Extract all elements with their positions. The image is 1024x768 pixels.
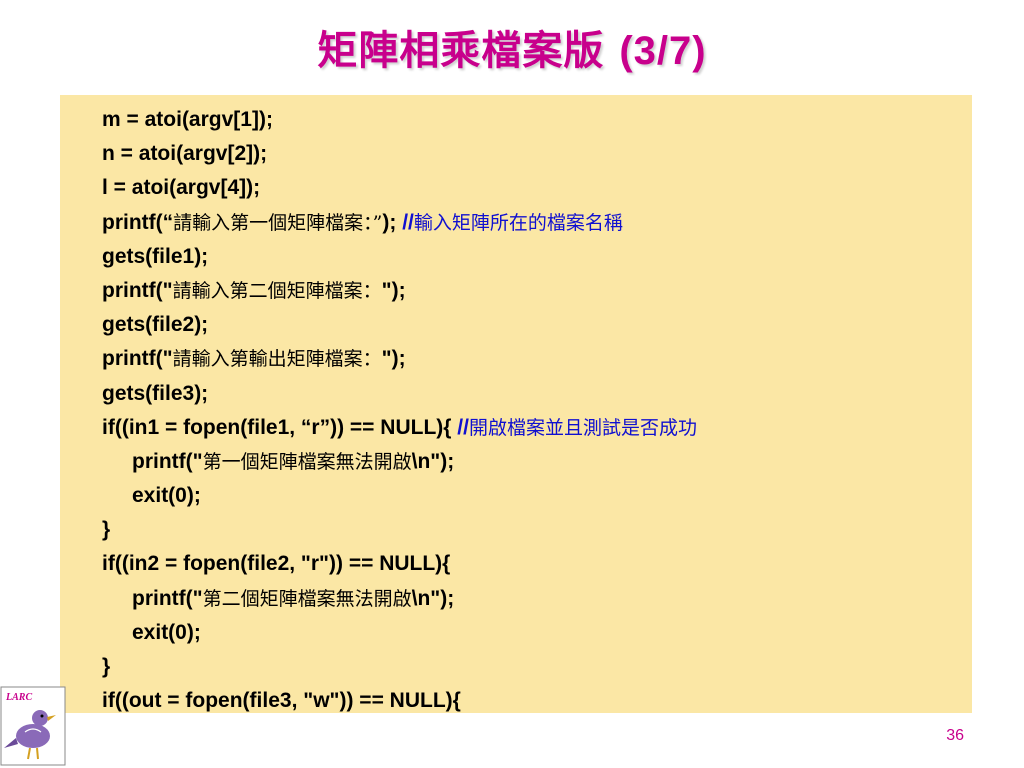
code-line: } <box>102 650 697 684</box>
code-token: "); <box>381 278 406 302</box>
code-comment: 開啟檔案並且測試是否成功 <box>468 416 697 439</box>
code-listing: m = atoi(argv[1]); n = atoi(argv[2]); l = … <box>102 103 697 718</box>
code-line: if((out = fopen(file3, "w")) == NULL){ <box>102 684 697 718</box>
code-comment: // <box>457 415 469 439</box>
code-line: n = atoi(argv[2]); <box>102 137 697 171</box>
code-token: 請輸入第二個矩陣檔案： <box>172 279 382 302</box>
code-token: printf(" <box>102 347 173 371</box>
slide-title: 矩陣相乘檔案版 (3/7) <box>0 18 1024 76</box>
code-token: ); <box>382 210 403 234</box>
code-token: 請輸入第輸出矩陣檔案： <box>172 348 382 371</box>
code-line: printf("請輸入第二個矩陣檔案："); <box>102 274 697 308</box>
code-line: printf(“請輸入第一個矩陣檔案：”); //輸入矩陣所在的檔案名稱 <box>102 206 697 240</box>
code-token: } <box>102 518 111 542</box>
code-line: if((in1 = fopen(file1, “r”)) == NULL){ /… <box>102 411 697 445</box>
code-token: } <box>102 655 111 678</box>
code-token: if((out = fopen(file3, "w")) == NULL){ <box>102 689 461 713</box>
bird-logo-icon: LARC <box>0 686 66 766</box>
code-token: gets(file1); <box>102 244 209 268</box>
code-token: if((in1 = fopen(file1, “r”)) == NULL){ <box>102 415 458 439</box>
code-line: gets(file3); <box>102 377 697 411</box>
slide-title-cjk: 矩陣相乘檔案版 <box>317 27 620 74</box>
code-token: 第一個矩陣檔案無法開啟 <box>202 450 412 473</box>
code-token: gets(file3); <box>102 381 209 405</box>
code-line: m = atoi(argv[1]); <box>102 103 697 137</box>
code-token: 第二個矩陣檔案無法開啟 <box>202 587 412 610</box>
code-token: \n"); <box>411 449 455 473</box>
code-token: printf(" <box>102 278 173 302</box>
code-token: gets(file2); <box>102 313 209 337</box>
code-token: exit(0); <box>132 620 201 644</box>
page-number: 36 <box>946 727 964 744</box>
code-line: gets(file2); <box>102 308 697 342</box>
code-line: } <box>102 513 697 547</box>
code-token: 請輸入第一個矩陣檔案：” <box>173 211 383 234</box>
code-token: exit(0); <box>132 484 201 508</box>
code-comment: 輸入矩陣所在的檔案名稱 <box>413 211 623 234</box>
code-token: n = atoi(argv[2]); <box>102 142 268 166</box>
code-line: l = atoi(argv[4]); <box>102 171 697 205</box>
code-line: gets(file1); <box>102 240 697 274</box>
code-token: \n"); <box>411 586 455 610</box>
code-line: exit(0); <box>102 479 697 513</box>
code-token: m = atoi(argv[1]); <box>102 108 273 131</box>
code-token: "); <box>381 347 406 371</box>
code-line: printf("第一個矩陣檔案無法開啟\n"); <box>102 445 697 479</box>
code-token: printf(" <box>132 586 203 610</box>
code-line: printf("請輸入第輸出矩陣檔案："); <box>102 342 697 376</box>
code-token: if((in2 = fopen(file2, "r")) == NULL){ <box>102 552 451 576</box>
slide-title-number: (3/7) <box>619 29 707 73</box>
code-line: if((in2 = fopen(file2, "r")) == NULL){ <box>102 547 697 581</box>
code-comment: // <box>402 210 414 234</box>
code-panel: m = atoi(argv[1]); n = atoi(argv[2]); l = … <box>60 95 972 713</box>
logo-text: LARC <box>5 692 32 703</box>
code-line: exit(0); <box>102 616 697 650</box>
code-token: printf(“ <box>102 210 174 234</box>
code-token: printf(" <box>132 449 203 473</box>
code-token: l = atoi(argv[4]); <box>102 176 261 200</box>
code-line: printf("第二個矩陣檔案無法開啟\n"); <box>102 582 697 616</box>
